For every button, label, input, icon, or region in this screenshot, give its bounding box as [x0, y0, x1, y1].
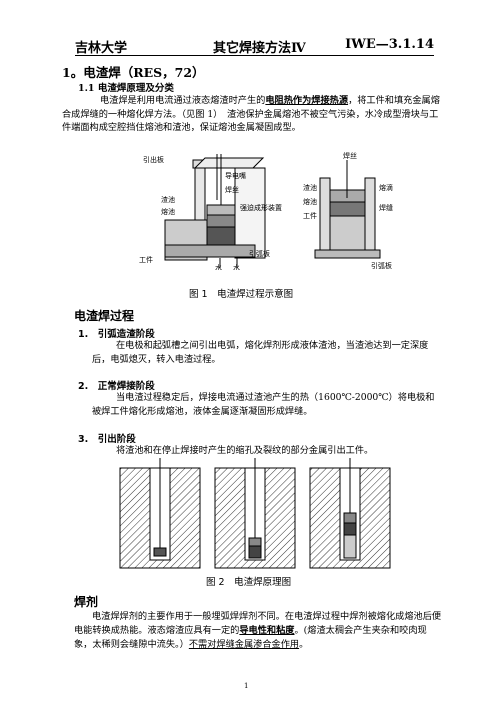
fig1-label-slag-pool: 渣池	[161, 195, 175, 204]
fig1-label-outlet-plate: 引出板	[143, 155, 164, 164]
figure-2-caption: 图 2 电渣焊原理图	[206, 577, 292, 588]
step-1-title: 1. 引弧造渣阶段	[78, 329, 155, 340]
figure-1-diagram: 引出板 导电嘴 焊丝 渣池 熔池 强迫成形装置 工件 引弧板 水 水 焊丝 渣池…	[139, 151, 393, 270]
intro-text-1: 电渣焊是利用电流通过液态熔渣时产生的	[100, 95, 266, 106]
flux-text-2: 。(熔渣太稠会产生夹杂和咬肉现象，太稀则会缝隙中流失。）	[74, 625, 427, 650]
process-heading: 电渣焊过程	[74, 309, 135, 323]
fig1-label-contact-tip: 导电嘴	[225, 171, 246, 180]
figure-1-caption: 图 1 电渣焊过程示意图	[189, 289, 294, 300]
fig1-r-label-slag-pool: 渣池	[303, 183, 317, 192]
header-university: 吉林大学	[75, 41, 128, 56]
fig1-label-start-plate: 引弧板	[249, 249, 270, 258]
fig1-label-workpiece: 工件	[139, 255, 153, 264]
flux-end: 。	[299, 639, 309, 650]
header-course: 其它焊接方法Ⅳ	[213, 41, 306, 56]
intro-emphasis: 电阻热作为焊接热源	[265, 95, 349, 106]
flux-emphasis: 导电性和粘度	[239, 625, 295, 636]
step-3-title: 3. 引出阶段	[78, 434, 136, 445]
fig1-label-wire: 焊丝	[225, 185, 239, 194]
fig1-r-label-droplet: 熔滴	[379, 183, 393, 192]
fig1-r-label-workpiece: 工件	[303, 211, 317, 220]
step-3-text: 将渣池和在停止焊接时产生的缩孔及裂纹的部分金属引出工件。	[116, 445, 374, 456]
step-1-text: 在电极和起弧槽之间引出电弧，熔化焊剂形成液体渣池，当渣池达到一定深度后，电弧熄灭…	[92, 340, 429, 365]
fig1-label-water-1: 水	[215, 263, 222, 270]
section-title: 1.1 电渣焊原理及分类	[78, 83, 174, 94]
flux-heading: 焊剂	[74, 595, 99, 609]
intro-text-2: ，将工件和填充金属熔合成焊缝的一种熔化焊方法。（见图 1） 渣池保护金属熔池不被…	[62, 95, 440, 133]
chapter-title: 1。电渣焊（RES，72）	[62, 65, 205, 80]
header-code: IWE—3.1.14	[345, 37, 434, 52]
fig1-r-label-weld: 焊缝	[379, 203, 393, 212]
fig1-r-label-weld-pool: 熔池	[303, 197, 317, 206]
step-2-text: 当电渣过程稳定后，焊接电流通过渣池产生的热（1600℃-2000℃）将电极和被焊…	[92, 392, 435, 417]
flux-paragraph: 电渣焊焊剂的主要作用于一般埋弧焊焊剂不同。在电渣焊过程中焊剂被熔化成熔池后便电能…	[74, 610, 444, 652]
page-header: 吉林大学 其它焊接方法Ⅳ IWE—3.1.14	[75, 37, 434, 56]
flux-underlined: 不需对焊缝金属渗合金作用	[188, 639, 300, 650]
fig1-r-label-start-plate: 引弧板	[371, 261, 392, 270]
page-number: 1	[244, 682, 249, 690]
fig1-label-forming-device: 强迫成形装置	[240, 203, 282, 212]
intro-paragraph: 电渣焊是利用电流通过液态熔渣时产生的电阻热作为焊接热源，将工件和填充金属熔合成焊…	[62, 94, 442, 135]
fig1-r-label-wire: 焊丝	[343, 151, 357, 160]
fig1-label-water-2: 水	[233, 263, 240, 270]
figure-2-diagram	[119, 458, 391, 569]
fig1-label-weld-pool: 熔池	[161, 207, 175, 216]
step-2-title: 2. 正常焊接阶段	[78, 381, 155, 392]
flux-text-1: 电渣焊焊剂的主要作用于一般埋弧焊焊剂不同。在电渣焊过程中焊剂被熔化成熔池后便电能…	[74, 611, 442, 636]
